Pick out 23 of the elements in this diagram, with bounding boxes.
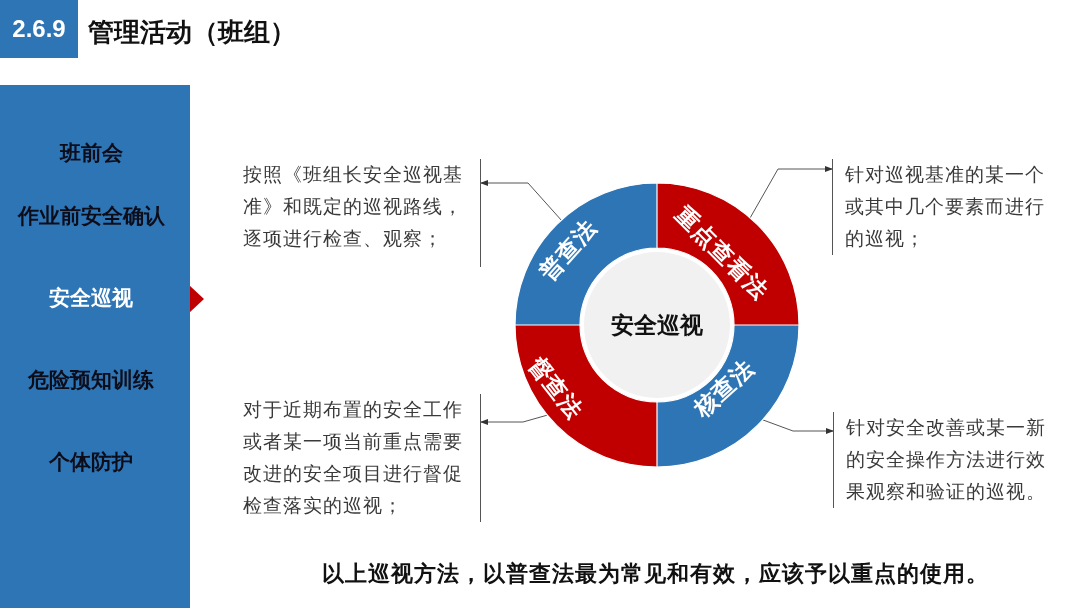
title: 管理活动（班组） bbox=[88, 16, 296, 48]
description-text: 针对安全改善或某一新的安全操作方法进行效果观察和验证的巡视。 bbox=[833, 412, 1054, 508]
description-text: 按照《班组长安全巡视基准》和既定的巡视路线，逐项进行检查、观察； bbox=[243, 159, 481, 267]
menu-item: 作业前安全确认 bbox=[17, 203, 165, 229]
note-text: 以上巡视方法，以普查法最为常见和有效，应该予以重点的使用。 bbox=[321, 560, 989, 588]
section-number-box bbox=[0, 0, 78, 58]
section-number: 2.6.9 bbox=[12, 15, 66, 43]
menu-item: 危险预知训练 bbox=[28, 367, 154, 393]
leader-arrow bbox=[480, 180, 562, 221]
leader-arrow bbox=[762, 419, 834, 434]
segment-label: 普查法 bbox=[534, 214, 602, 286]
description-text: 针对巡视基准的某一个或其中几个要素而进行的巡视； bbox=[832, 159, 1053, 255]
center-label: 安全巡视 bbox=[611, 310, 703, 340]
leader-arrow bbox=[480, 414, 548, 425]
menu-item: 班前会 bbox=[59, 140, 123, 166]
sidebar-panel bbox=[0, 85, 190, 608]
segment-label: 核查法 bbox=[688, 354, 760, 422]
description-text: 对于近期布置的安全工作或者某一项当前重点需要改进的安全项目进行督促检查落实的巡视； bbox=[243, 394, 481, 522]
menu-item: 个体防护 bbox=[49, 449, 133, 475]
leader-arrow bbox=[749, 166, 833, 219]
menu-item: 安全巡视 bbox=[49, 285, 133, 311]
segment-label: 督查法 bbox=[523, 351, 589, 425]
segment-label: 重点查看法 bbox=[670, 201, 774, 305]
